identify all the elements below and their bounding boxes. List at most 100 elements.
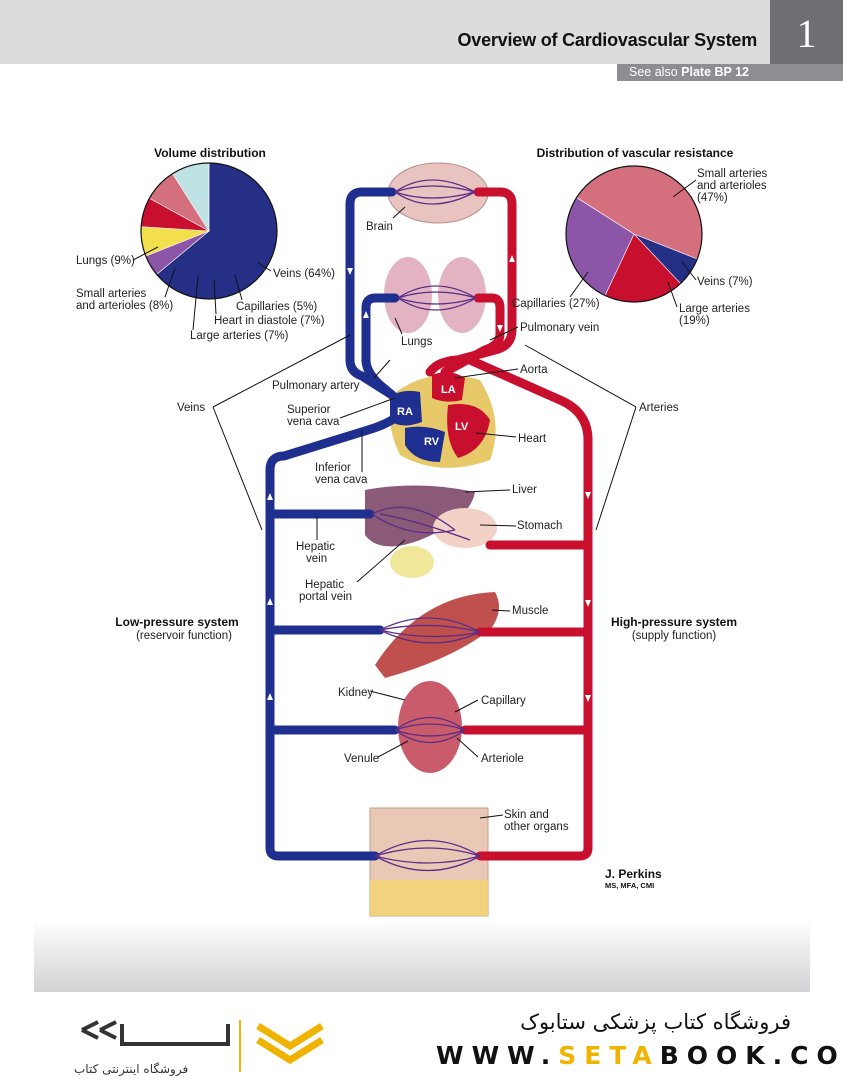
header-bar — [0, 0, 770, 64]
label-skin-2: other organs — [504, 821, 569, 833]
see-also-plate-link[interactable]: Plate BP 12 — [681, 65, 750, 79]
ra-label: RA — [397, 406, 413, 418]
capillary-beds — [371, 179, 481, 872]
resistance-label-small-2: and arterioles — [697, 180, 767, 192]
label-lungs: Lungs — [401, 336, 433, 348]
signature-name: J. Perkins — [605, 867, 662, 881]
la-label: LA — [441, 384, 456, 396]
volume-label-lungs: Lungs (9%) — [76, 255, 135, 267]
label-hepatic-vein-1: Hepatic — [296, 541, 335, 553]
plate-number-box: 1 — [770, 0, 843, 64]
label-pulmonary-artery: Pulmonary artery — [272, 380, 360, 392]
flow-arrows — [267, 255, 591, 702]
skin-fat-layer — [370, 880, 488, 916]
resistance-label-large-2: (19%) — [679, 315, 710, 327]
pie-outline — [140, 162, 278, 300]
pulmonary-artery-path — [361, 293, 417, 417]
resistance-label-small-1: Small arteries — [697, 168, 768, 180]
logo-subtitle: فروشگاه اینترنتی کتاب — [74, 1062, 189, 1076]
label-low-pressure: Low-pressure system — [115, 615, 238, 629]
stomach-illustration — [433, 508, 497, 548]
lv-label: LV — [455, 421, 469, 433]
footer-shop-name: فروشگاه کتاب پزشکی ستابوک — [520, 1010, 791, 1034]
label-arteriole: Arteriole — [481, 753, 524, 765]
label-portal-2: portal vein — [299, 591, 352, 603]
liver-illustration — [365, 485, 475, 547]
resistance-label-veins: Veins (7%) — [697, 276, 753, 288]
flow-arrow-icon — [509, 255, 515, 262]
right-atrium — [390, 390, 422, 426]
leader-lines — [132, 179, 697, 819]
label-portal-1: Hepatic — [305, 579, 344, 591]
left-ventricle — [447, 404, 490, 458]
right-ventricle — [405, 426, 445, 462]
volume-pie — [140, 162, 278, 300]
pie-outline — [565, 165, 703, 303]
url-accent: SETA — [558, 1041, 660, 1070]
flow-arrow-icon — [363, 311, 369, 318]
see-also-bar[interactable]: See also Plate BP 12 — [617, 64, 843, 81]
label-brain: Brain — [366, 221, 393, 233]
label-pulmonary-vein: Pulmonary vein — [520, 322, 599, 334]
label-svc-2: vena cava — [287, 416, 340, 428]
url-prefix: WWW. — [436, 1041, 559, 1070]
setabook-logo — [81, 1020, 324, 1072]
organ-illustrations — [365, 162, 499, 917]
rv-label: RV — [424, 436, 440, 448]
gallbladder-illustration — [390, 546, 434, 578]
label-muscle: Muscle — [512, 605, 548, 617]
pulmonary-vein-path — [440, 293, 505, 377]
label-aorta: Aorta — [520, 364, 548, 376]
label-stomach: Stomach — [517, 520, 562, 532]
flow-arrow-icon — [267, 598, 273, 605]
muscle-illustration — [375, 592, 499, 678]
vein-main-to-heart — [265, 413, 400, 475]
label-low-pressure-sub: (reservoir function) — [136, 630, 232, 642]
volume-label-small-arteries-1: Small arteries — [76, 288, 147, 300]
artery-main-right — [475, 515, 593, 861]
resistance-pie — [565, 165, 703, 303]
left-atrium — [432, 372, 465, 402]
label-capillary: Capillary — [481, 695, 526, 707]
flow-arrow-icon — [267, 493, 273, 500]
volume-label-large-arteries: Large arteries (7%) — [190, 330, 289, 342]
label-ivc-1: Inferior — [315, 462, 351, 474]
label-kidney: Kidney — [338, 687, 373, 699]
vein-main-left — [265, 465, 380, 861]
logo-chevron-icon — [256, 1023, 324, 1065]
volume-label-small-arteries-2: and arterioles (8%) — [76, 300, 173, 312]
label-veins: Veins — [177, 402, 205, 414]
flow-arrow-icon — [585, 695, 591, 702]
flow-arrow-icon — [267, 693, 273, 700]
artery-to-brain — [445, 187, 517, 367]
signature-credentials: MS, MFA, CMI — [605, 881, 654, 890]
plate-number: 1 — [796, 11, 817, 56]
url-suffix: BOOK.COM — [659, 1041, 843, 1070]
label-svc-1: Superior — [287, 404, 331, 416]
footer-url-link[interactable]: WWW.SETABOOK.COM — [436, 1041, 843, 1070]
resistance-label-small-3: (47%) — [697, 192, 728, 204]
label-venule: Venule — [344, 753, 379, 765]
flow-arrow-icon — [497, 325, 503, 332]
volume-label-heart: Heart in diastole (7%) — [214, 315, 325, 327]
resistance-label-capillaries: Capillaries (27%) — [512, 298, 600, 310]
label-high-pressure-sub: (supply function) — [632, 630, 717, 642]
label-hepatic-vein-2: vein — [306, 553, 327, 565]
label-high-pressure: High-pressure system — [611, 615, 737, 629]
see-also-prefix: See also — [629, 65, 678, 79]
artery-from-aorta — [425, 355, 593, 525]
label-arteries: Arteries — [639, 402, 679, 414]
flow-arrow-icon — [347, 268, 353, 275]
heart-chambers: RA LA RV LV — [390, 372, 490, 462]
label-liver: Liver — [512, 484, 537, 496]
volume-chart-title: Volume distribution — [154, 146, 266, 160]
volume-label-veins: Veins (64%) — [273, 268, 335, 280]
flow-arrow-icon — [585, 492, 591, 499]
vein-from-brain — [345, 187, 397, 400]
volume-label-capillaries: Capillaries (5%) — [236, 301, 317, 313]
logo-wordmark-icon — [81, 1020, 230, 1046]
page-title: Overview of Cardiovascular System — [457, 30, 757, 50]
label-heart: Heart — [518, 433, 547, 445]
resistance-label-large-1: Large arteries — [679, 303, 750, 315]
